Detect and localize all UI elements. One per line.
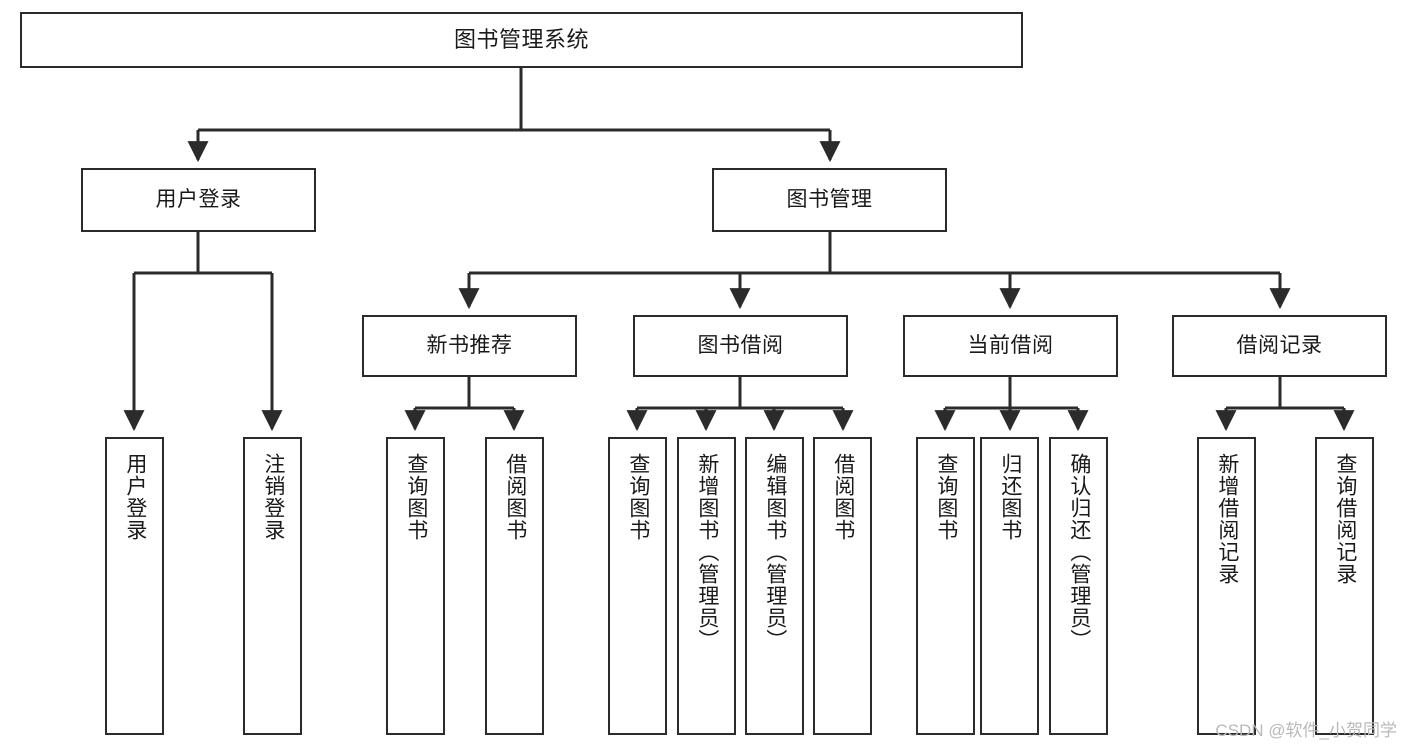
node-label: 编辑图书（管理员）: [763, 453, 787, 651]
node-label: 图书管理: [786, 187, 873, 211]
node-user-login[interactable]: 用户登录: [81, 168, 316, 232]
leaf-user-login-logout[interactable]: 注销登录: [243, 437, 302, 735]
leaf-borrow-record-add-record[interactable]: 新增借阅记录: [1197, 437, 1256, 735]
leaf-book-borrow-query-books[interactable]: 查询图书: [608, 437, 667, 735]
node-label: 借阅图书: [503, 453, 527, 541]
leaf-user-login-login[interactable]: 用户登录: [105, 437, 164, 735]
node-label: 当前借阅: [967, 333, 1054, 357]
node-label: 新增借阅记录: [1215, 453, 1239, 585]
csdn-watermark: CSDN @软件_小贺同学: [1215, 721, 1397, 740]
leaf-current-borrow-return-books[interactable]: 归还图书: [980, 437, 1039, 735]
node-book-borrowing[interactable]: 图书借阅: [633, 315, 848, 377]
node-label: 用户登录: [123, 453, 147, 541]
leaf-book-borrow-add-book-admin[interactable]: 新增图书（管理员）: [677, 437, 736, 735]
node-book-management[interactable]: 图书管理: [712, 168, 947, 232]
node-current-borrowing[interactable]: 当前借阅: [903, 315, 1118, 377]
node-label: 图书管理系统: [453, 27, 589, 53]
node-new-book-recommendation[interactable]: 新书推荐: [362, 315, 577, 377]
leaf-new-book-query-books[interactable]: 查询图书: [386, 437, 445, 735]
node-label: 用户登录: [155, 187, 242, 211]
node-label: 查询图书: [934, 453, 958, 541]
node-label: 注销登录: [261, 453, 285, 541]
node-label: 归还图书: [998, 453, 1022, 541]
node-label: 查询图书: [626, 453, 650, 541]
node-borrowing-record[interactable]: 借阅记录: [1172, 315, 1387, 377]
node-label: 借阅图书: [831, 453, 855, 541]
leaf-new-book-borrow-books[interactable]: 借阅图书: [485, 437, 544, 735]
leaf-book-borrow-edit-book-admin[interactable]: 编辑图书（管理员）: [745, 437, 804, 735]
leaf-current-borrow-query-books[interactable]: 查询图书: [916, 437, 975, 735]
leaf-book-borrow-borrow-books[interactable]: 借阅图书: [813, 437, 872, 735]
node-label: 确认归还（管理员）: [1067, 453, 1091, 651]
leaf-current-borrow-confirm-return-admin[interactable]: 确认归还（管理员）: [1049, 437, 1108, 735]
node-label: 查询借阅记录: [1333, 453, 1357, 585]
node-label: 新书推荐: [426, 333, 513, 357]
node-label: 查询图书: [404, 453, 428, 541]
node-label: 图书借阅: [697, 333, 784, 357]
node-root-book-management-system[interactable]: 图书管理系统: [20, 12, 1023, 68]
node-label: 新增图书（管理员）: [695, 453, 719, 651]
leaf-borrow-record-query-record[interactable]: 查询借阅记录: [1315, 437, 1374, 735]
node-label: 借阅记录: [1236, 333, 1323, 357]
